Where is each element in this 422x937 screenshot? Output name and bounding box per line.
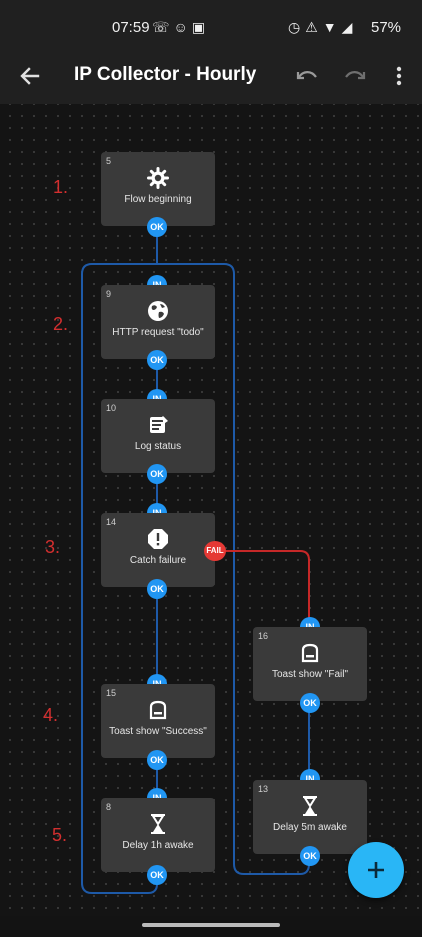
node-id: 10 <box>106 403 117 413</box>
notification-icons: ☏☺▣ <box>152 19 209 36</box>
step-marker-5: 5. <box>52 825 68 845</box>
port-ok-delay-5m[interactable]: OK <box>300 846 320 866</box>
wire-loop <box>81 226 158 894</box>
node-toast-fail[interactable]: 16 Toast show "Fail" <box>253 627 367 701</box>
whatsapp-icon: ☏ <box>152 19 174 35</box>
node-label: Toast show "Success" <box>109 726 207 737</box>
node-label: Delay 1h awake <box>122 840 194 851</box>
port-ok-toast-success[interactable]: OK <box>147 750 167 770</box>
node-label: Delay 5m awake <box>273 822 347 833</box>
node-id: 14 <box>106 517 117 527</box>
port-ok-catch-failure[interactable]: OK <box>147 579 167 599</box>
alert-icon <box>148 529 168 549</box>
back-arrow-icon <box>20 67 40 85</box>
step-marker-4: 4. <box>43 705 59 725</box>
node-label: Log status <box>134 441 182 452</box>
undo-icon <box>296 71 317 80</box>
undo-button[interactable] <box>294 64 320 88</box>
node-label: Flow beginning <box>124 194 192 205</box>
flow-canvas[interactable]: 1. 2. 3. 4. 5. 5 Flow beginning OK IN 9 … <box>0 104 422 916</box>
wire-catch-return <box>157 263 310 875</box>
node-delay-5m[interactable]: 13 Delay 5m awake <box>253 780 367 854</box>
step-marker-2: 2. <box>53 314 69 334</box>
node-id: 15 <box>106 688 117 698</box>
port-ok-delay-1h[interactable]: OK <box>147 865 167 885</box>
node-label: Catch failure <box>129 555 187 566</box>
redo-button[interactable] <box>342 64 368 88</box>
home-gesture-handle[interactable] <box>142 923 280 927</box>
globe-icon <box>148 301 168 321</box>
step-marker-1: 1. <box>53 177 69 197</box>
node-http-request[interactable]: 9 HTTP request "todo" <box>101 285 215 359</box>
image-icon: ▣ <box>191 19 210 35</box>
wire-fail <box>225 550 310 618</box>
back-button[interactable] <box>16 62 44 90</box>
hourglass-icon <box>151 814 165 834</box>
node-id: 8 <box>106 802 112 812</box>
more-vert-icon <box>396 66 402 86</box>
toast-icon <box>149 700 167 720</box>
step-marker-3: 3. <box>45 537 61 557</box>
port-ok-flow-beginning[interactable]: OK <box>147 217 167 237</box>
node-delay-1h[interactable]: 8 Delay 1h awake <box>101 798 215 872</box>
port-ok-toast-fail[interactable]: OK <box>300 693 320 713</box>
mute-icon: ⚠ <box>305 19 323 35</box>
signal-icon: ◢ <box>341 19 358 35</box>
alarm-icon: ◷ <box>288 19 306 35</box>
status-bar: 07:59 ☏☺▣ ◷⚠▼◢ 57% <box>0 0 422 52</box>
bubble-icon: ☺ <box>173 19 192 35</box>
node-log-status[interactable]: 10 Log status <box>101 399 215 473</box>
node-id: 5 <box>106 156 112 166</box>
toast-icon <box>301 643 319 663</box>
hourglass-icon <box>303 796 317 816</box>
app-bar: IP Collector - Hourly <box>0 52 422 104</box>
plus-icon <box>368 862 384 878</box>
gear-icon <box>147 167 169 189</box>
node-flow-beginning[interactable]: 5 Flow beginning <box>101 152 215 226</box>
battery-level: 57% <box>371 19 402 36</box>
redo-icon <box>345 71 366 80</box>
node-id: 13 <box>258 784 269 794</box>
port-fail-catch-failure[interactable]: FAIL <box>204 541 226 561</box>
port-ok-http-request[interactable]: OK <box>147 350 167 370</box>
wifi-icon: ▼ <box>322 19 342 35</box>
node-catch-failure[interactable]: 14 Catch failure <box>101 513 215 587</box>
more-options-button[interactable] <box>390 64 408 88</box>
node-id: 9 <box>106 289 112 299</box>
navigation-bar <box>0 916 422 937</box>
node-label: Toast show "Fail" <box>271 669 348 680</box>
add-block-button[interactable] <box>348 842 404 898</box>
page-title: IP Collector - Hourly <box>74 64 257 85</box>
node-toast-success[interactable]: 15 Toast show "Success" <box>101 684 215 758</box>
status-time: 07:59 <box>112 19 150 36</box>
log-icon <box>150 416 168 433</box>
port-ok-log-status[interactable]: OK <box>147 464 167 484</box>
node-label: HTTP request "todo" <box>112 327 204 338</box>
node-id: 16 <box>258 631 269 641</box>
system-icons: ◷⚠▼◢ <box>288 19 357 36</box>
